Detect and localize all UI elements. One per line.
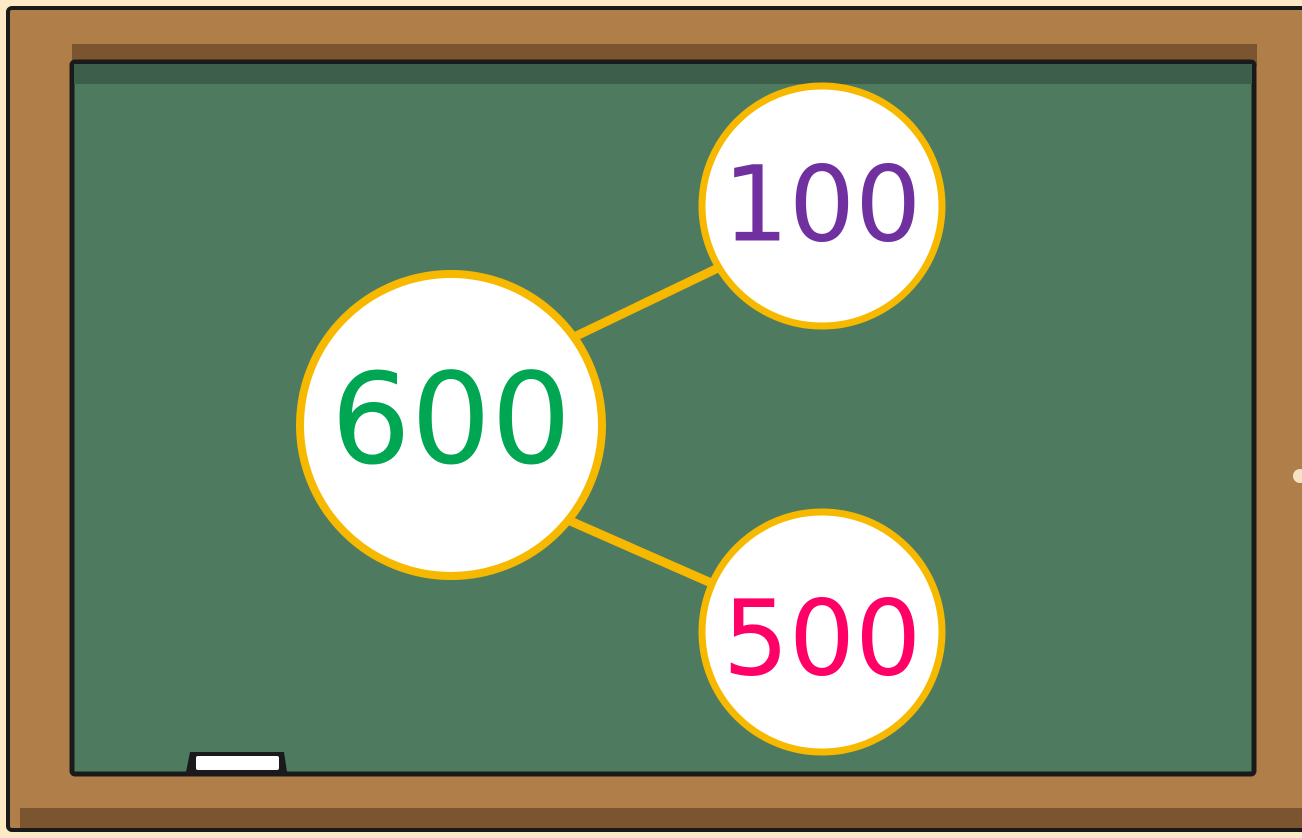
part-value-bottom: 500 bbox=[723, 577, 922, 699]
chalkboard-surface bbox=[72, 62, 1254, 774]
chalkboard-top-shadow bbox=[74, 64, 1252, 84]
whole-value: 600 bbox=[331, 346, 572, 493]
whole-node: 600 bbox=[300, 274, 602, 576]
part-value-top: 100 bbox=[723, 143, 922, 265]
part-node-top: 100 bbox=[702, 86, 942, 326]
chalk-piece bbox=[196, 756, 279, 770]
part-node-bottom: 500 bbox=[702, 512, 942, 752]
frame-bottom-bevel bbox=[20, 808, 1302, 828]
